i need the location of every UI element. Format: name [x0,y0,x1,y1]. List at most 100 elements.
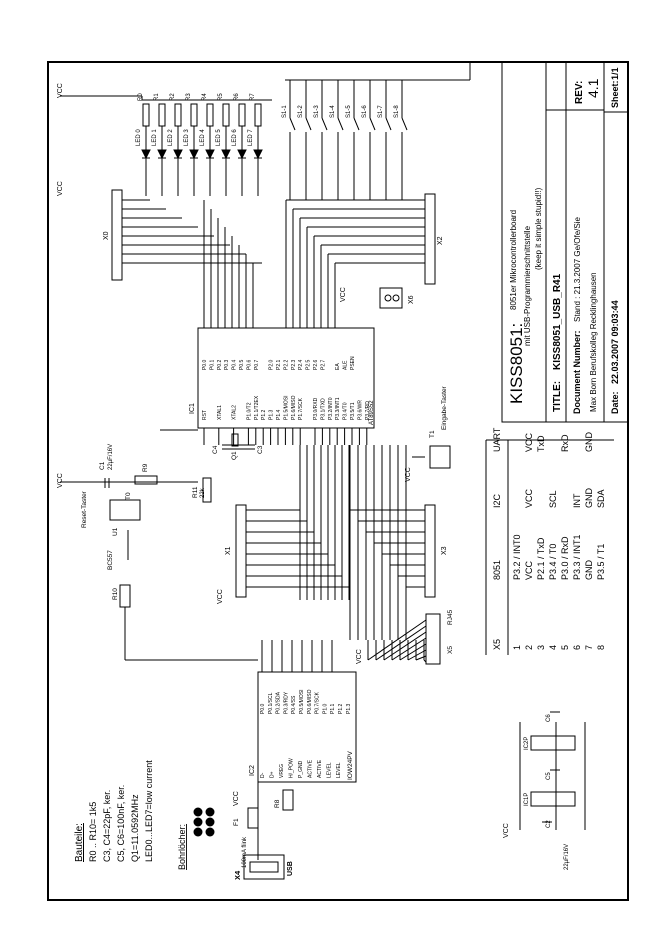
switch-label-4: S1-5 [346,105,352,118]
resistor-1 [158,103,166,127]
table-cell-6-0: 7 [584,645,594,650]
x5-label: X5 [447,646,454,654]
table-cell-1-3: VCC [524,432,534,452]
ic2-pin-8: P1.0 [322,703,328,714]
t1-label: T1 [429,430,436,438]
input-button-label: Eingabe-Taster [441,385,448,430]
title-value: KISS8051_USB_R41 [552,273,563,370]
ic1-pin-bottom-19: P3.4/T0 [343,402,349,420]
x6-connector [379,287,403,309]
led-label-6: LED 6 [232,129,238,146]
hole-icon [205,807,215,817]
ic1p-label: IC1P [524,793,530,806]
table-cell-7-1: P3.5 / T1 [596,544,606,580]
table-cell-1-1: VCC [524,560,534,580]
table-cell-7-0: 8 [596,645,606,650]
vcc-label-top: VCC [57,83,64,98]
sheet-value: 1/1 [610,67,620,80]
project-subtitle-3: (keep it simple stupid!!) [534,187,543,270]
parts-line-3: C5, C6=100nF, ker. [116,785,126,862]
r11-label: R11 [192,486,199,498]
table-cell-4-1: P3.0 / RxD [560,536,570,580]
led-6 [237,149,247,160]
led-1 [157,149,167,160]
stand-text: Stand : 21.3.2007 Ge/Ofe/Sie [573,216,582,322]
ic1-pin-bottom-10: P1.4 [276,409,282,420]
parts-line-4: Q1=11.0592MHz [130,794,140,862]
table-header-1: 8051 [492,560,502,580]
rev-value: 4.1 [585,78,601,98]
led-label-0: LED 0 [136,129,142,146]
ic1-pin-bottom-8: P1.2 [261,409,267,420]
f1-label: F1 [233,818,240,826]
table-cell-2-0: 3 [536,645,546,650]
table-cell-2-1: P2.1 / TxD [536,537,546,580]
ic1-pin-top-19: ALE [343,360,349,370]
table-cell-6-2: GND [584,488,594,509]
ic1-pin-top-11: P2.2 [283,359,289,370]
title-block: KISS8051: 8051er Mikrocontrollerboard mi… [501,61,629,423]
ic1-pin-top-10: P2.1 [276,359,282,370]
resistor-label-6: R6 [234,93,240,101]
crystal-area [222,433,255,450]
ic1-pin-top-12: P2.3 [291,359,297,370]
project-subtitle-1: 8051er Mikrocontrollerboard [509,210,518,310]
parts-line-2: C3, C4=22pF, ker. [102,790,112,862]
r8-label: R8 [274,799,281,808]
ic1-pin-bottom-16: P3.1/TXD [320,398,326,420]
usb-label: USB [287,861,294,876]
resistor-label-1: R1 [154,93,160,101]
led-label-5: LED 5 [216,129,222,146]
ic1-pin-bottom-11: P1.5/MOSI [283,396,289,420]
ic2-pin-0: P0.0 [260,703,266,714]
project-subtitle-2: mit USB-Programmierschnittstelle [523,225,532,346]
table-cell-0-1: P3.2 / INT0 [512,534,522,580]
resistor-label-3: R3 [186,93,192,101]
ic1-pin-bottom-4: XTAL2 [232,405,238,420]
r11-value: 22k [200,487,206,498]
ic2-left-pin-5: ACTIVE [308,759,314,778]
ic1-pin-top-3: P0.3 [224,359,230,370]
led-0 [141,149,151,160]
ic2-left-pin-7: LEVEL [327,762,333,778]
rj45-label: RJ45 [447,609,454,625]
ic2-pin-4: P0.4/SS [291,695,297,714]
ic1-name: IC1 [189,403,196,414]
led-label-4: LED 4 [200,129,206,146]
usb-area [243,782,294,880]
x1-connector [235,504,247,598]
ic1-pin-bottom-15: P3.0/RXD [313,397,319,420]
ic1-pin-top-7: P0.7 [254,359,260,370]
c2-value: 22µF/16V [564,844,570,870]
ic1-pin-bottom-2: XTAL1 [217,405,223,420]
ic2-pin-5: P0.5/MOSI [299,690,305,714]
table-cell-4-3: RxD [560,434,570,452]
led-label-7: LED 7 [248,129,254,146]
resistor-4 [206,103,214,127]
vcc-label-usb: VCC [233,791,240,806]
c1-label: C1 [99,461,106,470]
ic1-pin-bottom-0: RST [202,410,208,420]
table-cell-0-0: 1 [512,645,522,650]
ic1-pin-top-14: P2.5 [306,359,312,370]
ic2-left-pin-1: D+ [270,771,276,778]
resistor-label-5: R5 [218,93,224,101]
x0-label: X0 [103,231,110,240]
resistor-label-0: R0 [138,93,144,101]
ic2-body [257,671,357,783]
led-4 [205,149,215,160]
x6-label: X6 [408,295,415,304]
ic1-pin-top-5: P0.5 [239,359,245,370]
c4-label: C4 [212,445,219,454]
ic2-left-pin-3: H/_POW [289,758,295,778]
vcc-label-reset: VCC [57,473,64,488]
ic1-pin-bottom-21: P3.6/WR [357,400,363,420]
ic1-pin-top-9: P2.0 [269,359,275,370]
ic1-pin-top-6: P0.6 [246,359,252,370]
school-text: Max Born Berufskolleg Recklinghausen [589,272,598,412]
vcc-label-x1: VCC [217,589,224,604]
ic1-body [197,327,375,429]
table-cell-5-0: 6 [572,645,582,650]
ic1-pin-bottom-22: P3.7/RD [365,401,371,420]
ic1-pin-top-20: PSEN [350,356,356,370]
